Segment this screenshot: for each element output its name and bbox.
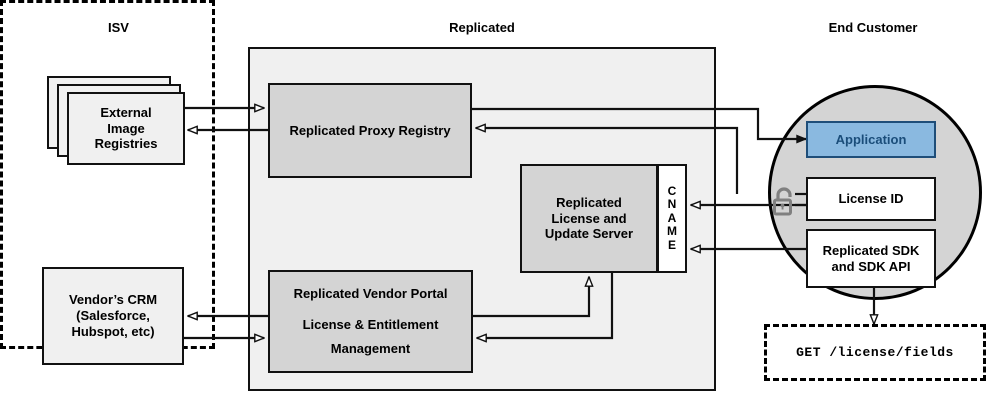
node-replicated-proxy-registry[interactable]: Replicated Proxy Registry (268, 83, 472, 178)
crm-label-line3: Hubspot, etc) (71, 323, 155, 339)
unlocked-padlock-icon (770, 184, 798, 220)
application-label: Application (835, 131, 907, 147)
vendor-portal-label-line1: Replicated Vendor Portal (293, 286, 448, 302)
edge-licenseserver-to-vendorportal (477, 273, 614, 338)
zone-title-end-customer: End Customer (828, 20, 918, 35)
license-server-label-line3: Update Server (544, 226, 634, 242)
edge-vendorportal-to-licenseserver (473, 277, 589, 318)
vendor-portal-label-line2: License & Entitlement (302, 316, 439, 332)
node-api-request[interactable]: GET /license/fields (764, 324, 986, 381)
license-id-label: License ID (838, 191, 904, 207)
node-vendors-crm[interactable]: Vendor’s CRM (Salesforce, Hubspot, etc) (42, 267, 184, 365)
sdk-label-line1: Replicated SDK (822, 242, 920, 258)
node-application[interactable]: Application (806, 121, 936, 158)
edge-proxy-to-application (472, 107, 806, 139)
node-cname-strip[interactable]: C N A M E (657, 164, 687, 273)
license-server-label-line2: License and (551, 210, 627, 226)
sdk-label-line2: and SDK API (831, 258, 911, 274)
edge-customer-to-proxy (476, 128, 739, 194)
node-replicated-sdk[interactable]: Replicated SDK and SDK API (806, 229, 936, 288)
cname-letter-1: N (667, 197, 677, 212)
crm-label-line1: Vendor’s CRM (68, 292, 158, 308)
cname-letter-4: E (667, 237, 676, 252)
node-replicated-vendor-portal[interactable]: Replicated Vendor Portal License & Entit… (268, 270, 473, 373)
license-server-label-line1: Replicated (556, 194, 622, 210)
api-request-label: GET /license/fields (796, 344, 954, 360)
zone-title-isv: ISV (108, 20, 129, 35)
registries-label-line3: Registries (94, 136, 158, 152)
cname-letter-0: C (667, 183, 677, 198)
proxy-registry-label: Replicated Proxy Registry (289, 122, 451, 138)
vendor-portal-label-line3: Management (330, 340, 411, 356)
cname-letter-2: A (667, 210, 677, 225)
crm-label-line2: (Salesforce, (76, 308, 150, 324)
registries-label-line2: Image (107, 120, 145, 136)
cname-letter-3: M (667, 224, 677, 239)
registries-label-line1: External (100, 104, 152, 120)
node-license-id[interactable]: License ID (806, 177, 936, 221)
node-replicated-license-update-server[interactable]: Replicated License and Update Server (520, 164, 658, 273)
zone-title-replicated: Replicated (449, 20, 515, 35)
node-external-image-registries[interactable]: External Image Registries (67, 92, 185, 165)
